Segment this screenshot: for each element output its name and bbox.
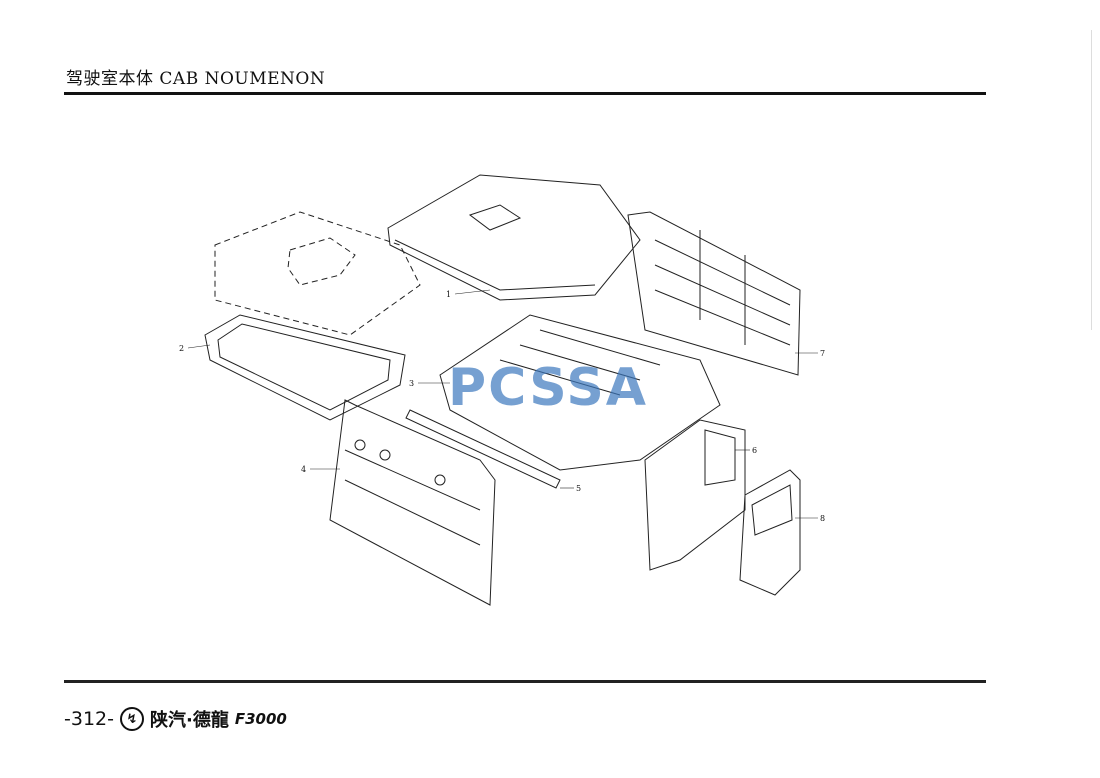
- part-4-front-wall: [329, 399, 496, 606]
- roof-dashed-outline: [214, 211, 421, 336]
- part-3-floor: [439, 314, 721, 471]
- callout-6: 6: [752, 446, 758, 455]
- brand-name: 陕汽·德龍: [149, 710, 229, 731]
- shaanxi-logo-icon: ↯: [119, 707, 144, 731]
- page-number: -312-: [64, 708, 114, 730]
- leader-lines: [187, 289, 818, 519]
- page-edge: [1091, 30, 1092, 330]
- callout-7: 7: [820, 349, 826, 358]
- part-2-roof-frame: [204, 314, 406, 421]
- part-5-crossmember: [405, 409, 561, 489]
- model-name: F3000: [234, 710, 287, 728]
- page-title: 驾驶室本体 CAB NOUMENON: [66, 69, 326, 89]
- watermark: PCSSA: [448, 358, 649, 418]
- footer: -312- ↯ 陕汽·德龍 F3000: [64, 706, 287, 732]
- callout-4: 4: [301, 465, 307, 474]
- header-rule: [64, 92, 986, 95]
- part-8-door: [739, 469, 801, 596]
- callout-3: 3: [409, 379, 415, 388]
- callout-5: 5: [576, 484, 582, 493]
- part-6-side-frame: [644, 419, 746, 571]
- part-1-roof-panel: [387, 174, 641, 301]
- part-7-back-wall: [627, 211, 801, 376]
- callout-1: 1: [446, 290, 452, 299]
- footer-rule: [64, 680, 986, 683]
- callout-2: 2: [179, 344, 185, 353]
- callout-8: 8: [820, 514, 826, 523]
